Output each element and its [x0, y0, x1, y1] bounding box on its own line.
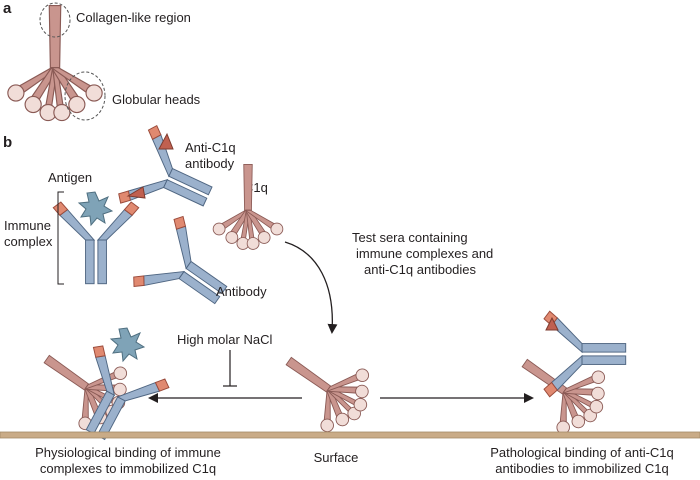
- nacl-label: High molar NaCl: [177, 332, 272, 347]
- pathological-binding-caption: antibodies to immobilized C1q: [495, 461, 668, 476]
- pathological-binding-caption: Pathological binding of anti-C1q: [490, 445, 674, 460]
- c1q-molecule-free: [212, 163, 284, 250]
- anti-c1q-label: Anti-C1q: [185, 140, 236, 155]
- collagen-region-highlight: [39, 2, 71, 38]
- anti-c1q-label: antibody: [185, 156, 235, 171]
- panel-a-label: a: [3, 0, 12, 17]
- free-antibody: [128, 212, 246, 331]
- anti-c1q-arrow-tip-icon: [126, 186, 146, 199]
- globular-heads-highlight: [64, 71, 106, 121]
- globular-heads-label: Globular heads: [112, 92, 201, 107]
- antibody-label: Antibody: [216, 284, 267, 299]
- test-sera-label: immune complexes and: [356, 246, 493, 261]
- bound-anti-c1q-tip-icon: [545, 316, 559, 331]
- c1q-immobilized-center: [267, 330, 385, 444]
- immune-complex-bracket: [57, 191, 64, 285]
- collagen-region-label: Collagen-like region: [76, 10, 191, 25]
- panel-b-label: b: [3, 134, 12, 151]
- test-sera-label: Test sera containing: [352, 230, 468, 245]
- surface-label: Surface: [314, 450, 359, 465]
- anti-c1q-arrow-tip-icon: [158, 132, 174, 150]
- immune-complex-label: Immune: [4, 218, 51, 233]
- test-sera-arrow: [284, 241, 338, 334]
- surface-bar: [0, 431, 700, 439]
- immune-complex-label: complex: [4, 234, 53, 249]
- antigen-label: Antigen: [48, 170, 92, 185]
- bound-antigen-icon: [110, 327, 145, 362]
- physiological-binding-caption: complexes to immobilized C1q: [40, 461, 216, 476]
- test-sera-label: anti-C1q antibodies: [364, 262, 477, 277]
- antigen-icon: [78, 191, 113, 226]
- physiological-binding-caption: Physiological binding of immune: [35, 445, 221, 460]
